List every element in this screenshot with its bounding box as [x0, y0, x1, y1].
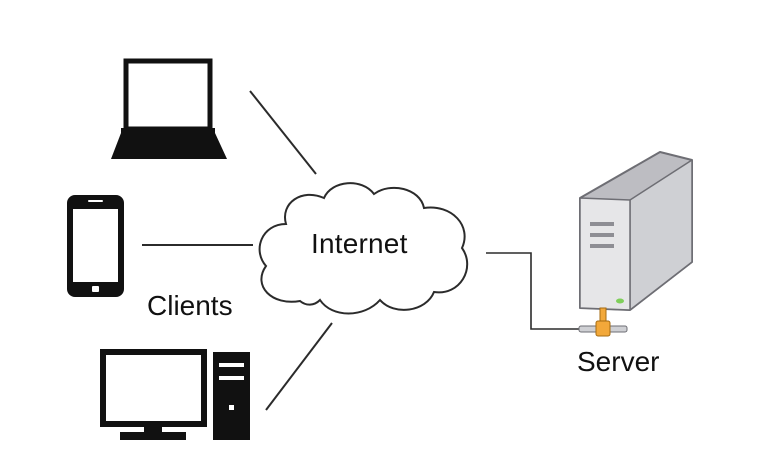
laptop-to-internet-line [249, 90, 317, 175]
server-label: Server [577, 346, 660, 377]
cloud-icon [258, 182, 469, 315]
laptop-icon [111, 58, 227, 159]
network-connector-icon [578, 307, 628, 337]
internet-label: Internet [311, 228, 408, 259]
server-tower-icon [579, 151, 693, 311]
clients-label: Clients [147, 290, 233, 321]
smartphone-icon [67, 195, 124, 297]
internet-to-server-line [486, 252, 590, 330]
connection-lines [142, 90, 590, 411]
desktop-to-internet-line [265, 322, 333, 411]
desktop-computer-icon [100, 349, 250, 440]
